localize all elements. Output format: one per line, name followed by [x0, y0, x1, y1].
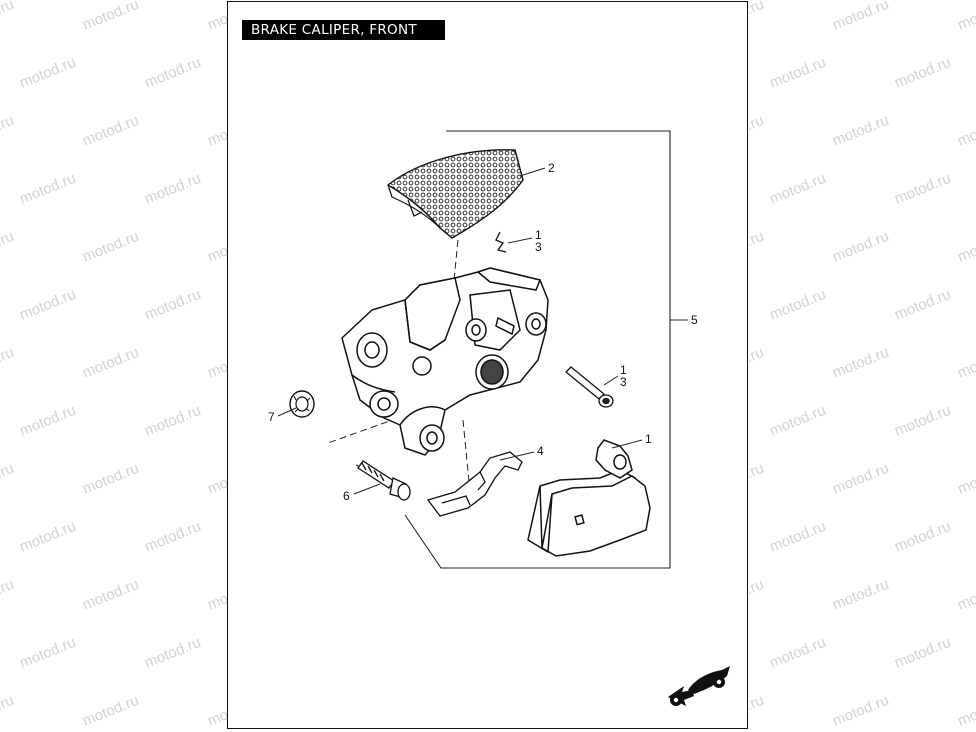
- callout-bolt: 6: [343, 489, 350, 503]
- callout-kit: 5: [691, 313, 698, 327]
- guide-pin: [565, 366, 614, 408]
- pad-spring: [426, 451, 523, 517]
- callout-pin-upper-b: 3: [535, 240, 542, 254]
- callout-pin-lower-b: 3: [620, 375, 627, 389]
- heat-shield: [386, 149, 524, 239]
- retaining-clip: [495, 231, 507, 253]
- callout-pin-lower-a: 1: [620, 363, 627, 377]
- callout-spring: 4: [537, 444, 544, 458]
- leader-lines: [277, 167, 688, 495]
- callout-pin-upper-a: 1: [535, 228, 542, 242]
- caliper-body: [341, 267, 549, 456]
- callout-heat-shield: 2: [548, 161, 555, 175]
- motorcycle-direction-icon: [668, 666, 730, 706]
- washer: [289, 390, 315, 418]
- brake-pads: [527, 439, 651, 557]
- kit-bracket-line: [404, 130, 671, 569]
- callout-washer: 7: [268, 410, 275, 424]
- callout-pads: 1: [645, 432, 652, 446]
- diagram-title: BRAKE CALIPER, FRONT: [242, 20, 445, 40]
- mounting-bolt: [357, 460, 411, 501]
